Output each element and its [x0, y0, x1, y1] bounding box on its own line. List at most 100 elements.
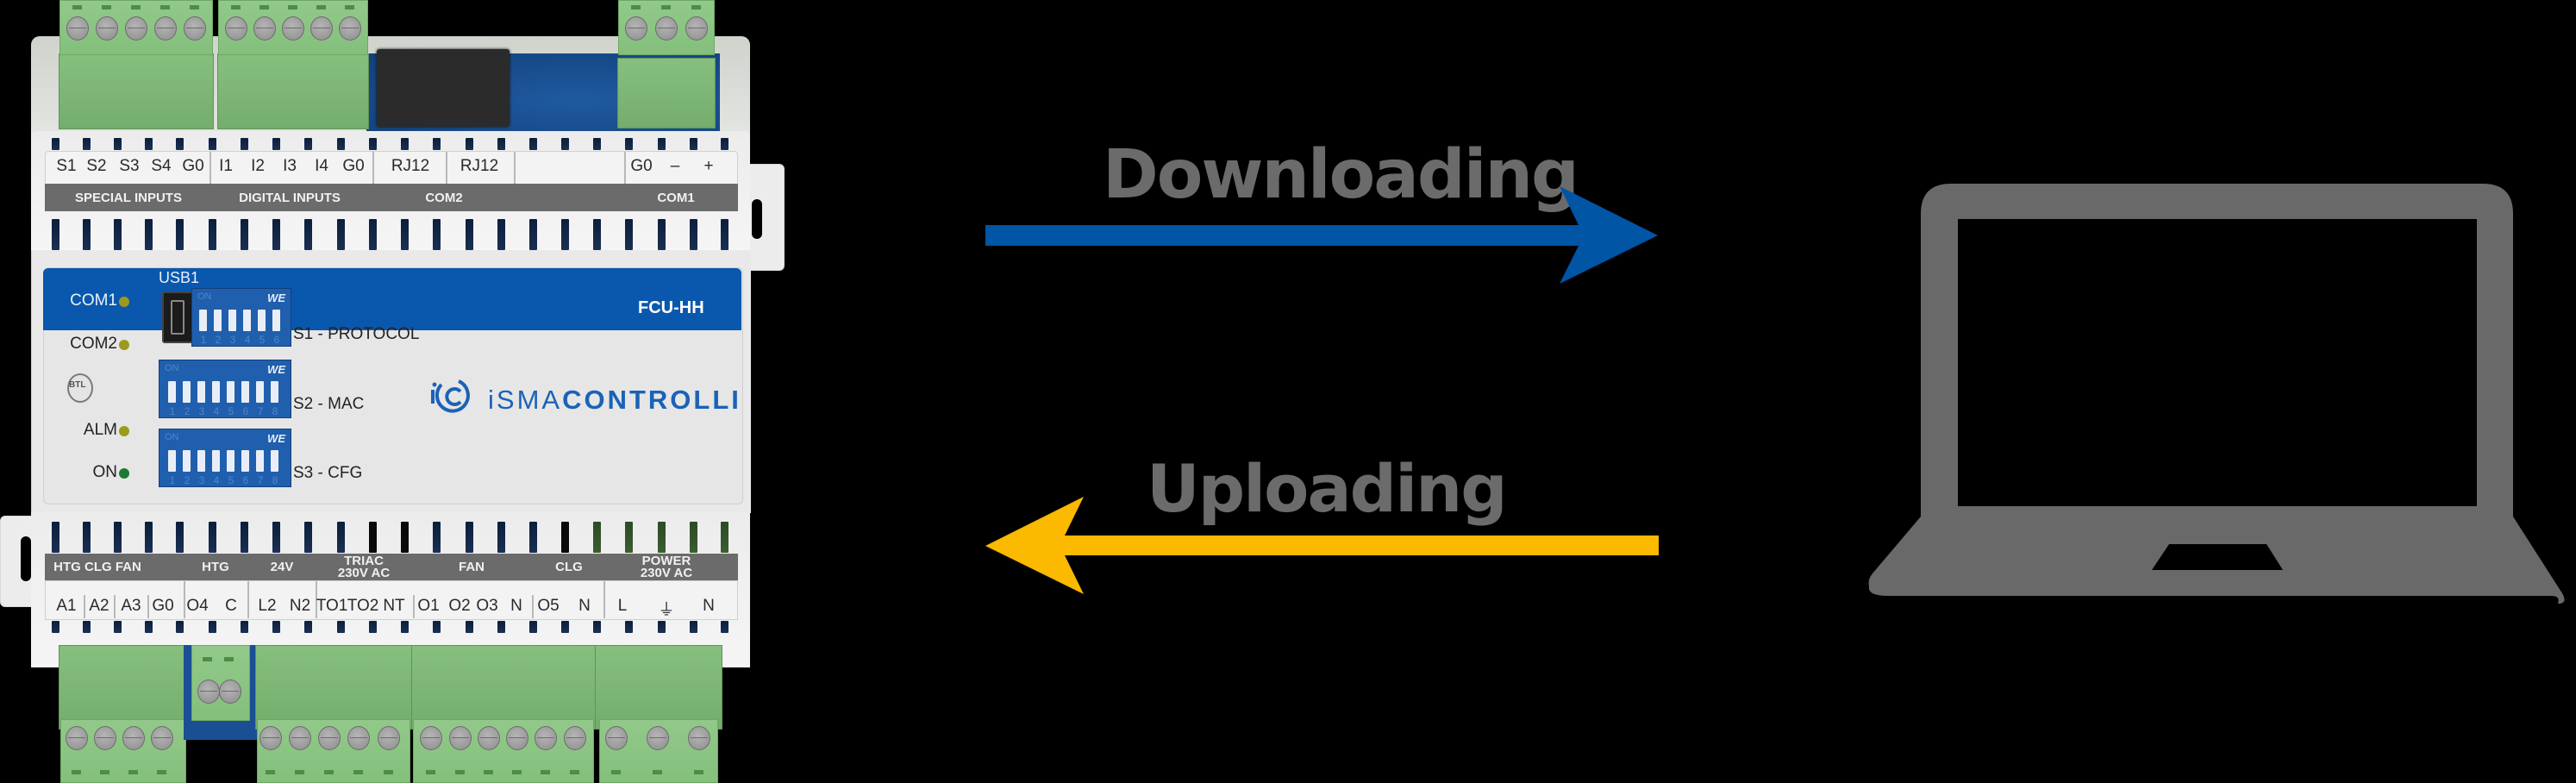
dip-maker-logo: WE	[267, 432, 285, 445]
pin-label: S2	[86, 157, 107, 175]
vent-slot	[433, 621, 441, 633]
terminal-screw	[339, 16, 362, 41]
terminal-slot	[190, 5, 199, 9]
vent-slot	[272, 522, 280, 553]
dip-switch-number: 3	[229, 334, 236, 346]
terminal-screw	[259, 726, 282, 750]
dip-switch-lever	[241, 450, 249, 472]
vent-slot	[690, 138, 697, 150]
label-divider	[624, 152, 626, 184]
vent-slot	[497, 138, 505, 150]
section-label-line1: TRIAC	[344, 554, 384, 568]
vent-slot	[497, 522, 505, 553]
terminal-slot	[324, 770, 334, 774]
dip-switch-number: 7	[257, 474, 264, 486]
vent-slot	[369, 522, 377, 553]
terminal-screw	[219, 680, 241, 704]
section-label: HTG	[202, 560, 229, 574]
section-label: CLG	[555, 560, 583, 574]
pin-label: RJ12	[460, 157, 499, 175]
terminal-screw	[289, 726, 311, 750]
vent-slot	[529, 621, 537, 633]
pin-label: NT	[383, 597, 405, 615]
vent-slot	[337, 621, 345, 633]
vent-slot	[83, 621, 91, 633]
terminal-slot	[345, 5, 355, 9]
terminal-slot	[230, 5, 241, 9]
vent-slot	[593, 138, 601, 150]
terminal-slot	[353, 770, 363, 774]
led-indicator	[119, 297, 129, 307]
pin-label: A3	[121, 597, 141, 615]
terminal-slot	[72, 770, 81, 774]
vent-slot	[529, 219, 537, 250]
left-tab-hole	[21, 536, 31, 581]
vent-slot	[52, 522, 59, 553]
dip-switch-lever	[258, 310, 266, 331]
vent-slot	[625, 138, 633, 150]
label-divider	[603, 581, 605, 618]
terminal-slot	[455, 770, 465, 774]
dip-switch-lever	[243, 310, 251, 331]
dip-switch-lever	[272, 310, 280, 331]
vent-slot	[176, 138, 184, 150]
dip-on-label: ON	[165, 363, 179, 373]
terminal-slot	[131, 5, 141, 9]
vent-slot	[658, 621, 666, 633]
btl-badge	[67, 373, 93, 403]
uploading-label: Uploading	[1147, 450, 1508, 527]
dip-maker-logo: WE	[267, 363, 285, 376]
brand-logo-text: iSMACONTROLLI	[488, 385, 741, 416]
dip-switch-lever	[183, 450, 191, 472]
vent-slot	[561, 219, 569, 250]
vent-slot	[304, 621, 312, 633]
terminal-slot	[72, 5, 82, 9]
terminal-slot	[611, 770, 621, 774]
downloading-label: Downloading	[1103, 136, 1579, 214]
pin-label: I1	[219, 157, 233, 175]
terminal-screw	[347, 726, 370, 750]
terminal-slot	[484, 770, 493, 774]
terminal-screw	[96, 16, 118, 41]
section-label: COM2	[425, 191, 463, 205]
terminal-slot	[128, 770, 138, 774]
section-label: FAN	[459, 560, 485, 574]
label-divider	[209, 152, 211, 184]
vent-slot	[304, 138, 312, 150]
terminal-slot	[102, 5, 111, 9]
section-label-line1: POWER	[641, 554, 691, 568]
label-divider	[514, 152, 516, 184]
terminal-socket	[255, 645, 412, 730]
vent-slot	[304, 522, 312, 553]
dip-switch-number: 1	[200, 334, 207, 346]
vent-slot	[625, 522, 633, 553]
terminal-socket	[617, 58, 716, 128]
terminal-slot	[541, 770, 550, 774]
pin-label: G0	[182, 157, 204, 175]
terminal-screw	[478, 726, 500, 750]
terminal-socket	[411, 645, 596, 730]
vent-slot	[209, 621, 216, 633]
label-divider	[147, 595, 149, 618]
label-divider	[247, 581, 249, 618]
terminal-slot	[100, 770, 109, 774]
dip-switch-lever	[168, 381, 176, 403]
vent-slot	[529, 522, 537, 553]
terminal-slot	[631, 5, 641, 9]
vent-slot	[241, 219, 248, 250]
terminal-screw	[605, 726, 628, 750]
dip-switch-number: 5	[228, 474, 234, 486]
dip-maker-logo: WE	[267, 291, 285, 304]
vent-slot	[561, 138, 569, 150]
pin-label: I4	[315, 157, 328, 175]
pin-label: G0	[342, 157, 365, 175]
vent-slot	[114, 621, 122, 633]
led-label: COM1	[70, 291, 117, 310]
vent-slot	[466, 219, 473, 250]
led-indicator	[119, 468, 129, 479]
terminal-screw	[253, 16, 276, 41]
terminal-slot	[384, 770, 393, 774]
